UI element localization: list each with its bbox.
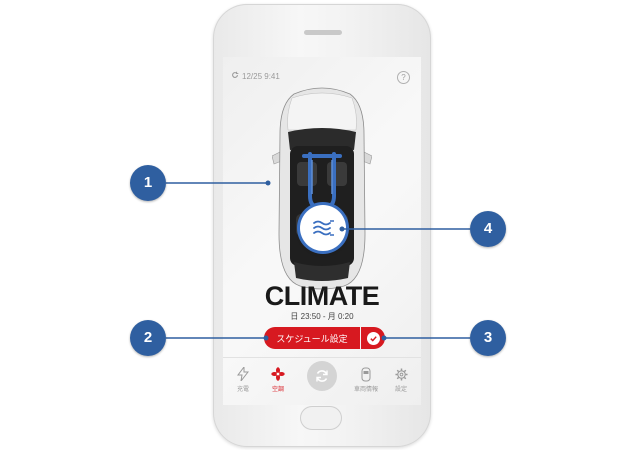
last-updated-time: 12/25 9:41 — [242, 71, 280, 81]
tab-settings[interactable]: 設定 — [386, 366, 416, 393]
bottom-tab-bar: 充電 空調 車両情報 設定 — [223, 357, 421, 406]
sync-icon — [231, 71, 239, 81]
callout-3: 3 — [470, 320, 506, 356]
last-updated: 12/25 9:41 — [231, 71, 280, 81]
confirm-button[interactable] — [361, 327, 385, 349]
fan-airflow-icon — [313, 220, 334, 236]
refresh-button[interactable] — [307, 361, 337, 391]
callout-2: 2 — [130, 320, 166, 356]
schedule-range: 日 23:50 - 月 0:20 — [290, 312, 354, 321]
tab-label: 設定 — [394, 387, 407, 393]
tab-charge[interactable]: 充電 — [228, 366, 258, 393]
tab-label: 空調 — [271, 387, 284, 393]
bolt-icon — [228, 366, 258, 382]
check-icon — [366, 331, 380, 345]
page-title: CLIMATE — [264, 281, 380, 311]
car-info-icon — [351, 366, 381, 382]
tab-vehicle-info[interactable]: 車両情報 — [351, 366, 381, 393]
phone-home-button — [300, 406, 342, 430]
gear-icon — [386, 366, 416, 382]
refresh-icon — [316, 370, 328, 382]
callout-4: 4 — [470, 211, 506, 247]
help-icon[interactable]: ? — [397, 71, 410, 84]
climate-fan-indicator[interactable] — [300, 205, 346, 251]
tab-climate[interactable]: 空調 — [263, 366, 293, 393]
fan-icon — [263, 366, 293, 382]
callout-1: 1 — [130, 165, 166, 201]
schedule-settings-button[interactable]: スケジュール設定 — [264, 327, 360, 349]
phone-speaker — [304, 30, 342, 35]
tab-label: 充電 — [236, 387, 249, 393]
tab-label: 車両情報 — [353, 387, 378, 393]
